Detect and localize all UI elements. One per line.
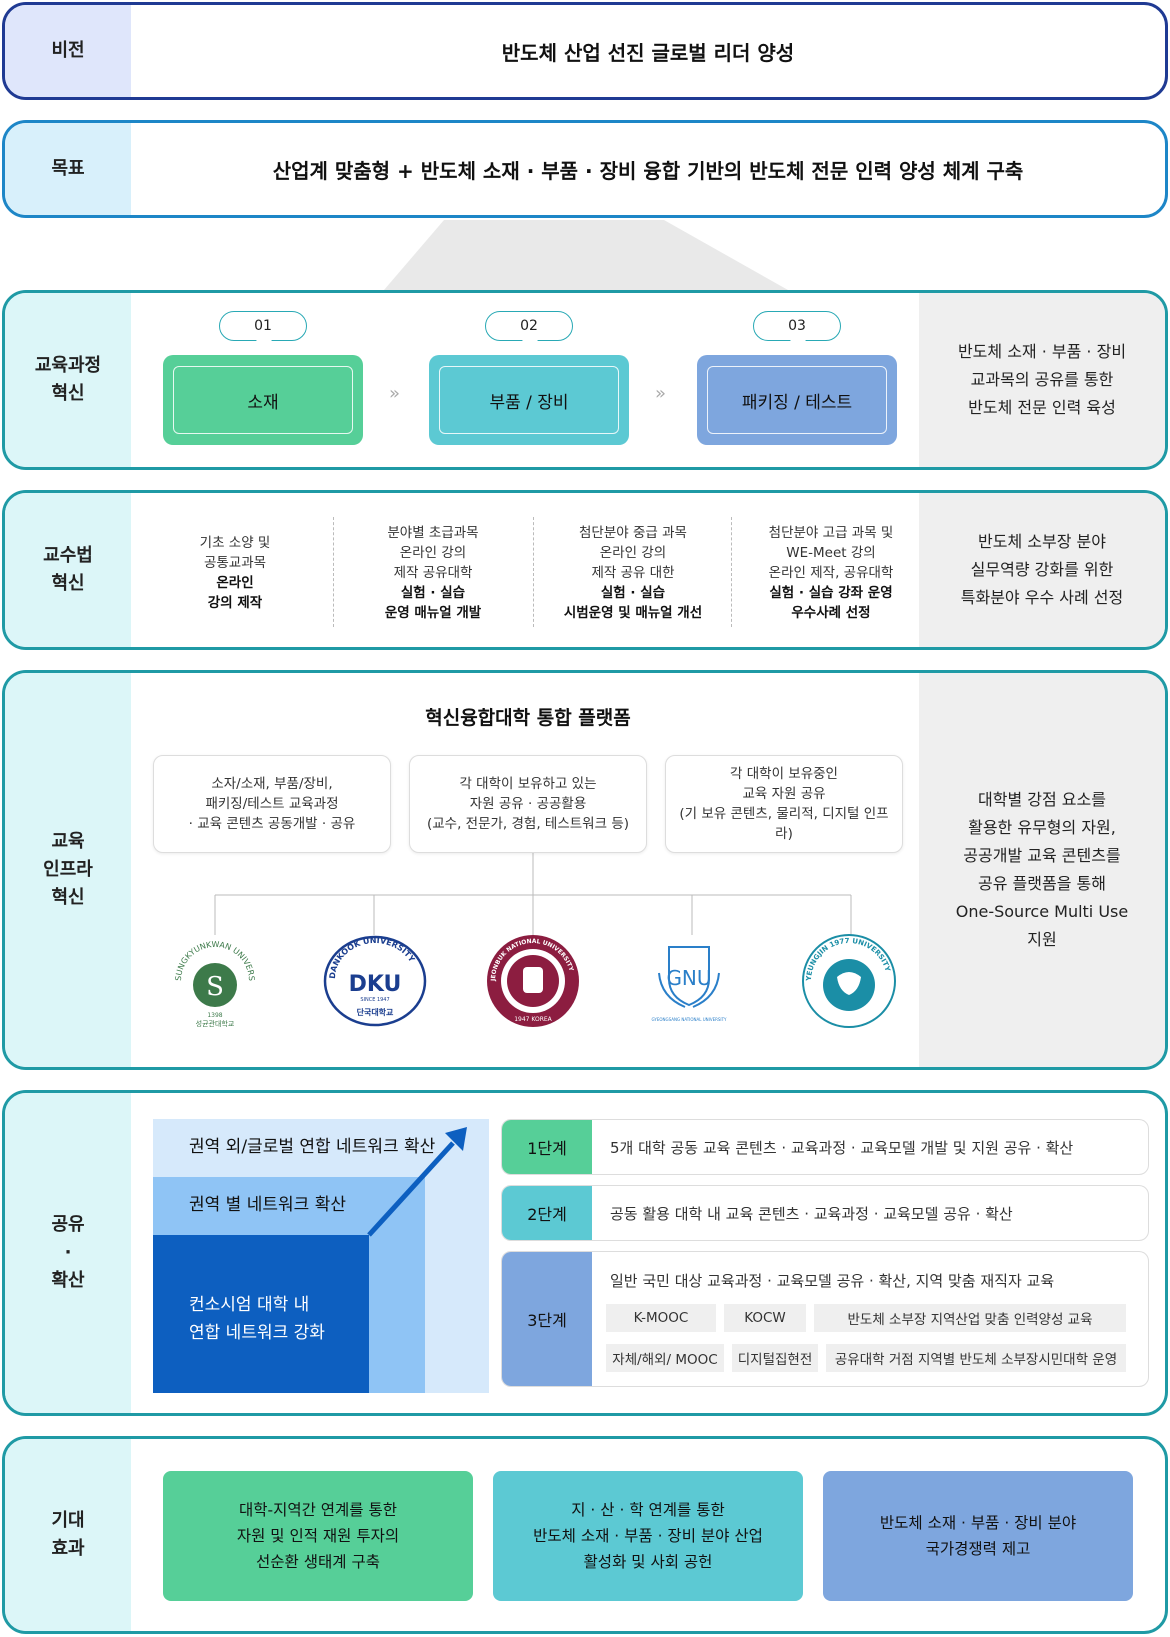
pedagogy-column-1: 기초 소양 및 공통교과목 온라인 강의 제작 xyxy=(199,535,271,611)
infrastructure-summary: 대학별 강점 요소를 활용한 유무형의 자원, 공공개발 교육 콘텐츠를 공유 … xyxy=(919,673,1165,1067)
goal-label: 목표 xyxy=(5,123,131,215)
share-step-3: 3단계 일반 국민 대상 교육과정 · 교육모델 공유 · 확산, 지역 맞춤 … xyxy=(501,1251,1149,1387)
stage-parts-equipment: 부품 / 장비 xyxy=(429,355,629,445)
vision-text: 반도체 산업 선진 글로벌 리더 양성 xyxy=(501,40,795,65)
dku-logo-mark: DKU xyxy=(349,972,402,997)
gnu-logo-mark: GNU xyxy=(666,966,711,990)
tag-regional-training: 반도체 소부장 지역산업 맞춤 인력양성 교육 xyxy=(814,1304,1126,1332)
funnel-connector xyxy=(384,220,788,290)
step-description: 공동 활용 대학 내 교육 콘텐츠 · 교육과정 · 교육모델 공유 · 확산 xyxy=(610,1205,1013,1223)
step-badge: 1단계 xyxy=(502,1120,592,1174)
jbnu-logo-year: 1947 KOREA xyxy=(514,1016,552,1023)
skku-logo-sub: 성균관대학교 xyxy=(196,1019,235,1028)
network-region-text: 권역 별 네트워크 확산 xyxy=(189,1195,346,1215)
platform-box-curriculum: 소자/소재, 부품/장비,패키징/테스트 교육과정· 교육 콘텐츠 공동개발 ·… xyxy=(153,755,391,853)
pedagogy-column-2: 분야별 초급과목 온라인 강의 제작 공유대학 실험 · 실습 운영 매뉴얼 개… xyxy=(384,525,482,621)
tag-kocw: KOCW xyxy=(724,1304,806,1332)
stage-number-02: 02 xyxy=(485,311,573,349)
stage-packaging-test: 패키징 / 테스트 xyxy=(697,355,897,445)
skku-logo-icon: SUNGKYUNKWAN UNIVERSITY S 1398 성균관대학교 xyxy=(167,933,256,1028)
share-panel: 공유·확산 권역 외/글로벌 연합 네트워크 확산 권역 별 네트워크 확산 컨… xyxy=(2,1090,1168,1416)
dku-logo-icon: DANKOOK UNIVERSITY DKU SINCE 1947 단국대학교 xyxy=(323,935,427,1027)
pedagogy-column-4: 첨단분야 고급 과목 및 WE-Meet 강의 온라인 제작, 공유대학 실험 … xyxy=(768,525,894,621)
tag-mooc: 자체/해외/ MOOC xyxy=(606,1344,724,1372)
stage-label: 부품 / 장비 xyxy=(439,366,619,434)
skku-logo-mark: S xyxy=(206,972,224,1002)
curriculum-summary: 반도체 소재 · 부품 · 장비 교과목의 공유를 통한 반도체 전문 인력 육… xyxy=(919,293,1165,467)
stage-label: 소재 xyxy=(173,366,353,434)
stage-number-01: 01 xyxy=(219,311,307,349)
step-description: 일반 국민 대상 교육과정 · 교육모델 공유 · 확산, 지역 맞춤 재직자 … xyxy=(610,1272,1055,1290)
gnu-logo-sub: GYEONGSANG NATIONAL UNIVERSITY xyxy=(652,1017,728,1022)
network-local-text: 컨소시엄 대학 내 연합 네트워크 강화 xyxy=(189,1295,325,1343)
network-global-text: 권역 외/글로벌 연합 네트워크 확산 xyxy=(189,1137,436,1157)
stage-label: 패키징 / 테스트 xyxy=(707,366,887,434)
step-badge: 3단계 xyxy=(502,1252,592,1386)
network-local-layer xyxy=(153,1235,369,1393)
vision-label: 비전 xyxy=(5,5,131,97)
dku-logo-year: SINCE 1947 xyxy=(360,997,389,1003)
chevron-right-icon: » xyxy=(655,383,667,404)
share-label: 공유·확산 xyxy=(5,1093,131,1413)
growth-arrow-icon xyxy=(367,1127,467,1237)
step-badge: 2단계 xyxy=(502,1186,592,1240)
platform-title: 혁신융합대학 통합 플랫폼 xyxy=(425,707,631,729)
divider xyxy=(731,517,732,627)
tag-digital-jiphyeonjeon: 디지털집현전 xyxy=(732,1344,818,1372)
dku-logo-sub: 단국대학교 xyxy=(357,1007,394,1017)
stage-number-03: 03 xyxy=(753,311,841,349)
vision-panel: 비전 반도체 산업 선진 글로벌 리더 양성 xyxy=(2,2,1168,100)
share-step-1: 1단계 5개 대학 공동 교육 콘텐츠 · 교육과정 · 교육모델 개발 및 지… xyxy=(501,1119,1149,1175)
pedagogy-summary: 반도체 소부장 분야 실무역량 강화를 위한 특화분야 우수 사례 선정 xyxy=(919,493,1165,647)
share-step-2: 2단계 공동 활용 대학 내 교육 콘텐츠 · 교육과정 · 교육모델 공유 ·… xyxy=(501,1185,1149,1241)
step-description: 5개 대학 공동 교육 콘텐츠 · 교육과정 · 교육모델 개발 및 지원 공유… xyxy=(610,1139,1074,1157)
jbnu-logo-icon: JEONBUK NATIONAL UNIVERSITY 1947 KOREA xyxy=(487,935,579,1027)
tag-citizen-college: 공유대학 거점 지역별 반도체 소부장시민대학 운영 xyxy=(826,1344,1126,1372)
network-expansion-graphic: 권역 외/글로벌 연합 네트워크 확산 권역 별 네트워크 확산 컨소시엄 대학… xyxy=(153,1119,489,1393)
yeungjin-logo-icon: YEUNGJIN 1977 UNIVERSITY xyxy=(802,934,896,1028)
tag-kmooc: K-MOOC xyxy=(606,1304,716,1332)
platform-tree-lines xyxy=(214,853,852,935)
goal-text: 산업계 맞춤형 + 반도체 소재 · 부품 · 장비 융합 기반의 반도체 전문… xyxy=(272,158,1024,183)
chevron-right-icon: » xyxy=(389,383,401,404)
stage-materials: 소재 xyxy=(163,355,363,445)
divider xyxy=(533,517,534,627)
skku-logo-year: 1398 xyxy=(207,1012,222,1019)
gnu-logo-icon: GNU GYEONGSANG NATIONAL UNIVERSITY xyxy=(652,946,728,1022)
divider xyxy=(333,517,334,627)
goal-panel: 목표 산업계 맞춤형 + 반도체 소재 · 부품 · 장비 융합 기반의 반도체… xyxy=(2,120,1168,218)
pedagogy-column-3: 첨단분야 중급 과목 온라인 강의 제작 공유 대한 실험 · 실습 시범운영 … xyxy=(563,525,703,621)
